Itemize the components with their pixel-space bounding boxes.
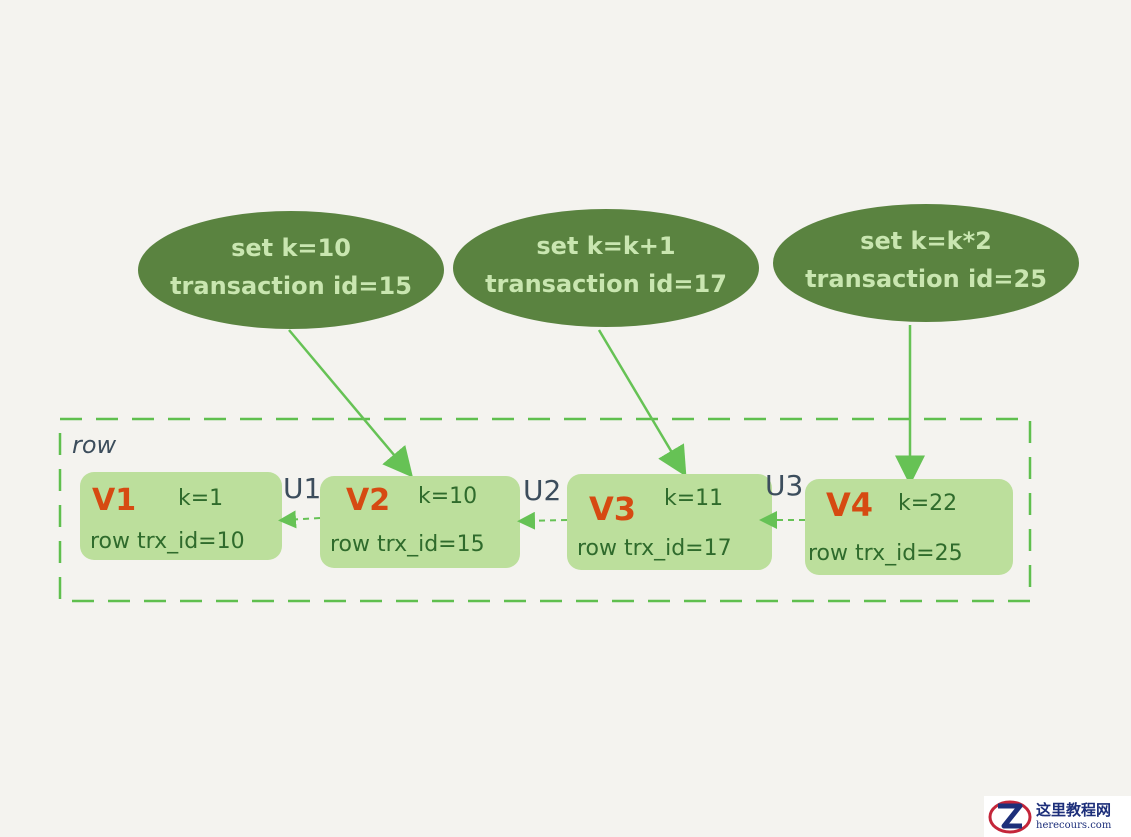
transaction-1-statement: set k=10 (231, 234, 351, 262)
version-v3-k-value: k=11 (664, 486, 723, 511)
version-box-v3: V3 k=11 row trx_id=17 (567, 474, 772, 570)
version-label-v1: V1 (92, 483, 136, 518)
watermark-title: 这里教程网 (1036, 800, 1112, 819)
row-label: row (72, 431, 117, 459)
undo-label-u3: U3 (765, 469, 803, 502)
z-logo-icon (988, 800, 1032, 834)
undo-arrow-u1 (278, 510, 321, 529)
watermark: 这里教程网 herecours.com (984, 796, 1131, 837)
version-box-v2: V2 k=10 row trx_id=15 (320, 476, 520, 568)
transaction-3-id: transaction id=25 (805, 265, 1047, 293)
version-label-v3: V3 (589, 490, 636, 528)
transaction-bubble-2: set k=k+1 transaction id=17 (453, 209, 759, 327)
transaction-2-id: transaction id=17 (485, 270, 727, 298)
version-v1-trx-id: row trx_id=10 (90, 529, 245, 554)
undo-arrow-u2 (517, 511, 568, 530)
version-v2-k-value: k=10 (418, 484, 477, 509)
version-v4-k-value: k=22 (898, 491, 957, 516)
transaction-bubble-1: set k=10 transaction id=15 (138, 211, 444, 329)
version-v3-trx-id: row trx_id=17 (577, 536, 732, 561)
version-box-v1: V1 k=1 row trx_id=10 (80, 472, 282, 560)
arrow-transaction-2-to-v3 (597, 329, 687, 477)
version-v1-k-value: k=1 (178, 486, 223, 511)
transaction-bubble-3: set k=k*2 transaction id=25 (773, 204, 1079, 322)
watermark-url: herecours.com (1036, 819, 1112, 831)
undo-label-u1: U1 (283, 472, 321, 505)
transaction-1-id: transaction id=15 (170, 272, 412, 300)
transaction-2-statement: set k=k+1 (536, 232, 675, 260)
version-v2-trx-id: row trx_id=15 (330, 532, 485, 557)
transaction-3-statement: set k=k*2 (860, 227, 992, 255)
version-v4-trx-id: row trx_id=25 (808, 541, 963, 566)
version-box-v4: V4 k=22 row trx_id=25 (805, 479, 1013, 575)
version-label-v4: V4 (826, 486, 873, 524)
undo-label-u2: U2 (523, 474, 561, 507)
version-label-v2: V2 (346, 483, 390, 518)
arrow-transaction-1-to-v2 (288, 329, 414, 478)
row-container (58, 417, 1032, 603)
